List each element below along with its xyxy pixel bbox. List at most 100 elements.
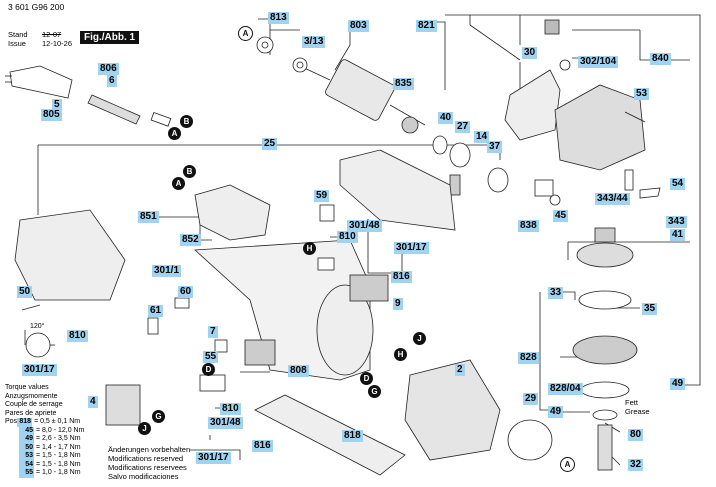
part-label-301-1: 301/1 <box>152 265 182 277</box>
callout-a-2: A <box>168 127 181 140</box>
part-label-852: 852 <box>180 234 201 246</box>
mod-line-4: Salvo modificaciones <box>108 472 179 481</box>
part-label-816a: 816 <box>391 271 412 283</box>
ring-35 <box>578 290 632 310</box>
torque-title-3: Couple de serrage <box>5 401 63 408</box>
electronics-4 <box>105 384 141 426</box>
part-label-55: 55 <box>203 351 219 363</box>
part-label-828-04: 828/04 <box>548 383 583 395</box>
torque-pos-label: Pos <box>5 418 18 425</box>
part-label-49b: 49 <box>548 406 564 418</box>
callout-b-2: B <box>183 165 196 178</box>
spring-343-44 <box>624 169 634 191</box>
part-label-810a: 810 <box>337 231 358 243</box>
torque-row: 50= 1,4 - 1,7 Nm <box>5 443 84 452</box>
torque-row: 49= 2,6 - 3,5 Nm <box>5 435 84 444</box>
issue-label: Issue <box>8 39 26 48</box>
part-label-2: 2 <box>455 364 465 376</box>
callout-a-3: A <box>172 177 185 190</box>
part-label-821: 821 <box>416 20 437 32</box>
callout-d-2: D <box>202 363 215 376</box>
figure-label: Fig./Abb. 1 <box>80 31 140 44</box>
leader-25 <box>38 144 269 150</box>
stator <box>404 359 501 461</box>
torque-value: = 1,5 - 1,8 Nm <box>36 452 81 459</box>
callout-b-1: B <box>180 115 193 128</box>
part-h <box>317 257 335 271</box>
angle-annotation: 120° <box>30 323 45 330</box>
torque-value: = 1,0 - 1,8 Nm <box>36 469 81 476</box>
screw-53 <box>624 111 646 123</box>
cable-sleeve <box>87 94 141 125</box>
issue-date: 12-10-26 <box>42 39 73 48</box>
part-label-816b: 816 <box>252 440 273 452</box>
torque-title-2: Anzugsmomente <box>5 392 58 400</box>
part-label-80: 80 <box>628 429 644 441</box>
part-label-29: 29 <box>523 393 539 405</box>
torque-row: 55= 1,0 - 1,8 Nm <box>5 469 84 478</box>
part-label-803: 803 <box>348 20 369 32</box>
bevel-gear <box>576 242 634 268</box>
mod-line-1: Änderungen vorbehalten <box>108 445 191 454</box>
fett-label: Fett <box>625 398 638 407</box>
torque-row: 45= 8,0 - 12,0 Nm <box>5 426 85 435</box>
torque-value: = 2,6 - 3,5 Nm <box>36 435 81 442</box>
bearing-flange-828 <box>572 335 638 365</box>
torque-value: = 8,0 - 12,0 Nm <box>36 426 85 434</box>
power-plug <box>9 65 73 99</box>
part-label-840: 840 <box>650 53 671 65</box>
torque-row: 53= 1,5 - 1,8 Nm <box>5 452 84 461</box>
mod-line-3: Modifications reservees <box>108 463 187 472</box>
part-label-61: 61 <box>148 305 164 317</box>
insulation-808 <box>244 339 276 366</box>
part-label-818: 818 <box>342 430 363 442</box>
part-label-5: 5 <box>52 99 62 111</box>
torque-value: = 1,4 - 1,7 Nm <box>36 443 81 451</box>
torque-value: = 1,5 - 1,8 Nm <box>36 460 81 468</box>
grease-label: Grease <box>625 407 650 416</box>
modification-notice: Änderungen vorbehalten Modifications res… <box>108 445 190 481</box>
leader-816b <box>190 449 241 460</box>
callout-a-4: A <box>560 457 575 472</box>
bottom-cover-818 <box>254 394 406 476</box>
lever-54 <box>639 187 661 199</box>
part-label-805: 805 <box>41 109 62 121</box>
part-label-50: 50 <box>17 286 33 298</box>
torque-pos: 55 <box>19 469 34 478</box>
part-label-301-17a: 301/17 <box>394 242 429 254</box>
callout-g-2: G <box>152 410 165 423</box>
callout-j-2: J <box>138 422 151 435</box>
part-label-25: 25 <box>262 138 278 150</box>
spacer-14 <box>449 174 461 196</box>
part-label-343: 343 <box>666 216 687 228</box>
torque-title-4: Pares de apriete <box>5 409 57 417</box>
part-7 <box>214 339 228 353</box>
part-label-810c: 810 <box>220 403 241 415</box>
screw-50 <box>21 304 41 311</box>
seal-828-04 <box>580 381 630 399</box>
part-label-14: 14 <box>474 131 490 143</box>
callout-j-1: J <box>413 332 426 345</box>
ring-40 <box>432 135 448 155</box>
armature <box>299 59 426 134</box>
leader-803 <box>334 27 351 71</box>
stand-date: 12-07 <box>42 30 62 39</box>
callout-g-1: G <box>368 385 381 398</box>
part-label-53: 53 <box>634 88 650 100</box>
part-label-828: 828 <box>518 352 539 364</box>
callout-d-1: D <box>360 372 373 385</box>
part-label-851: 851 <box>138 211 159 223</box>
part-label-45: 45 <box>553 210 569 222</box>
part-label-54: 54 <box>670 178 686 190</box>
insulation-9 <box>349 274 389 302</box>
part-label-302-104: 302/104 <box>578 56 619 68</box>
part-label-301-17b: 301/17 <box>22 364 57 376</box>
part-label-49a: 49 <box>670 378 686 390</box>
part-label-301-48b: 301/48 <box>208 417 243 429</box>
part-label-4: 4 <box>88 396 98 408</box>
part-label-813: 813 <box>268 12 289 24</box>
part-59 <box>319 204 335 222</box>
nut-838 <box>534 179 554 197</box>
o-ring-302 <box>559 59 571 71</box>
